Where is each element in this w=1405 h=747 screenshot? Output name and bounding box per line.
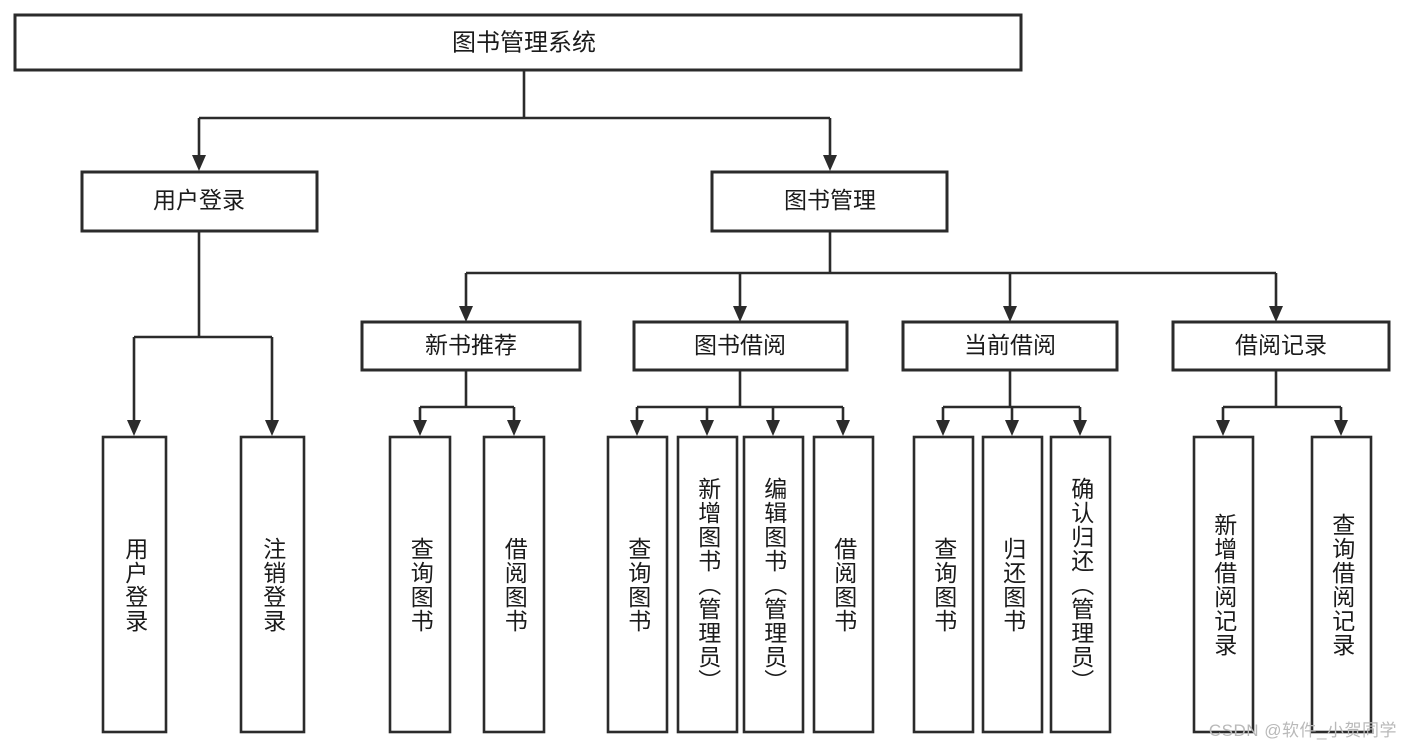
edge-group-current-borrow — [936, 371, 1087, 436]
leaf-return-book-box[interactable] — [981, 435, 1044, 734]
node-current-borrow-box[interactable] — [901, 320, 1119, 372]
arrow-to-leaf-logout-login — [265, 420, 279, 436]
leaf-add-book-box[interactable] — [676, 435, 739, 734]
arrow-to-leaf-query-record — [1334, 420, 1348, 436]
node-borrow-record-label: 借阅记录 — [1235, 332, 1327, 358]
leaf-borrow-book-1-box[interactable] — [482, 435, 546, 734]
node-new-book-recommend-box[interactable] — [360, 320, 582, 372]
leaf-user-login-box[interactable] — [101, 435, 168, 734]
leaf-query-book-1-box[interactable] — [388, 435, 452, 734]
leaf-query-record-box[interactable] — [1310, 435, 1373, 734]
node-borrow-record-box[interactable] — [1171, 320, 1391, 372]
arrow-to-book-management — [823, 155, 837, 171]
node-book-management[interactable]: 图书管理 — [710, 170, 949, 233]
arrow-to-leaf-edit-book — [766, 420, 780, 436]
node-current-borrow[interactable]: 当前借阅 — [901, 320, 1119, 372]
arrow-to-leaf-query-book-1 — [413, 420, 427, 436]
node-current-borrow-label: 当前借阅 — [964, 332, 1056, 358]
node-book-borrow-label: 图书借阅 — [694, 332, 786, 358]
node-user-login[interactable]: 用户登录 — [80, 170, 319, 233]
leaf-edit-book-box[interactable] — [742, 435, 805, 734]
edge-group-borrow-record — [1216, 371, 1348, 436]
node-borrow-record[interactable]: 借阅记录 — [1171, 320, 1391, 372]
arrow-to-leaf-query-book-2 — [630, 420, 644, 436]
edge-group-user-login — [127, 232, 279, 436]
node-book-borrow[interactable]: 图书借阅 — [632, 320, 849, 372]
leaf-query-book-2-box[interactable] — [606, 435, 669, 734]
arrow-to-new-book-recommend — [459, 306, 473, 322]
node-new-book-recommend-label: 新书推荐 — [425, 332, 517, 358]
arrow-to-book-borrow — [733, 306, 747, 322]
edge-group-new-book-recommend — [413, 371, 521, 436]
leaf-borrow-book-2-box[interactable] — [812, 435, 875, 734]
arrow-to-user-login — [192, 155, 206, 171]
arrow-to-leaf-borrow-book-2 — [836, 420, 850, 436]
arrow-to-current-borrow — [1003, 306, 1017, 322]
leaf-query-book-3-box[interactable] — [912, 435, 975, 734]
arrow-to-leaf-add-book — [700, 420, 714, 436]
arrow-to-leaf-user-login — [127, 420, 141, 436]
arrow-to-leaf-return-book — [1005, 420, 1019, 436]
arrow-to-borrow-record — [1269, 306, 1283, 322]
arrow-to-leaf-add-record — [1216, 420, 1230, 436]
node-user-login-label: 用户登录 — [153, 187, 245, 213]
csdn-watermark: CSDN @软件_小贺同学 — [1208, 721, 1397, 740]
node-user-login-box[interactable] — [80, 170, 319, 233]
node-book-borrow-box[interactable] — [632, 320, 849, 372]
arrow-to-leaf-query-book-3 — [936, 420, 950, 436]
leaf-confirm-return-box[interactable] — [1049, 435, 1112, 734]
arrow-to-leaf-borrow-book-1 — [507, 420, 521, 436]
node-book-management-box[interactable] — [710, 170, 949, 233]
node-book-management-label: 图书管理 — [784, 187, 876, 213]
leaf-boxes — [101, 435, 1373, 734]
edge-group-book-borrow — [630, 371, 850, 436]
leaf-add-record-box[interactable] — [1192, 435, 1255, 734]
arrow-to-leaf-confirm-return — [1073, 420, 1087, 436]
edge-group-root — [192, 71, 837, 171]
edge-group-book-management — [459, 232, 1283, 322]
leaf-logout-login-box[interactable] — [239, 435, 306, 734]
node-root[interactable]: 图书管理系统 — [13, 13, 1023, 72]
node-root-box[interactable] — [13, 13, 1023, 72]
node-root-label: 图书管理系统 — [452, 29, 596, 56]
node-new-book-recommend[interactable]: 新书推荐 — [360, 320, 582, 372]
